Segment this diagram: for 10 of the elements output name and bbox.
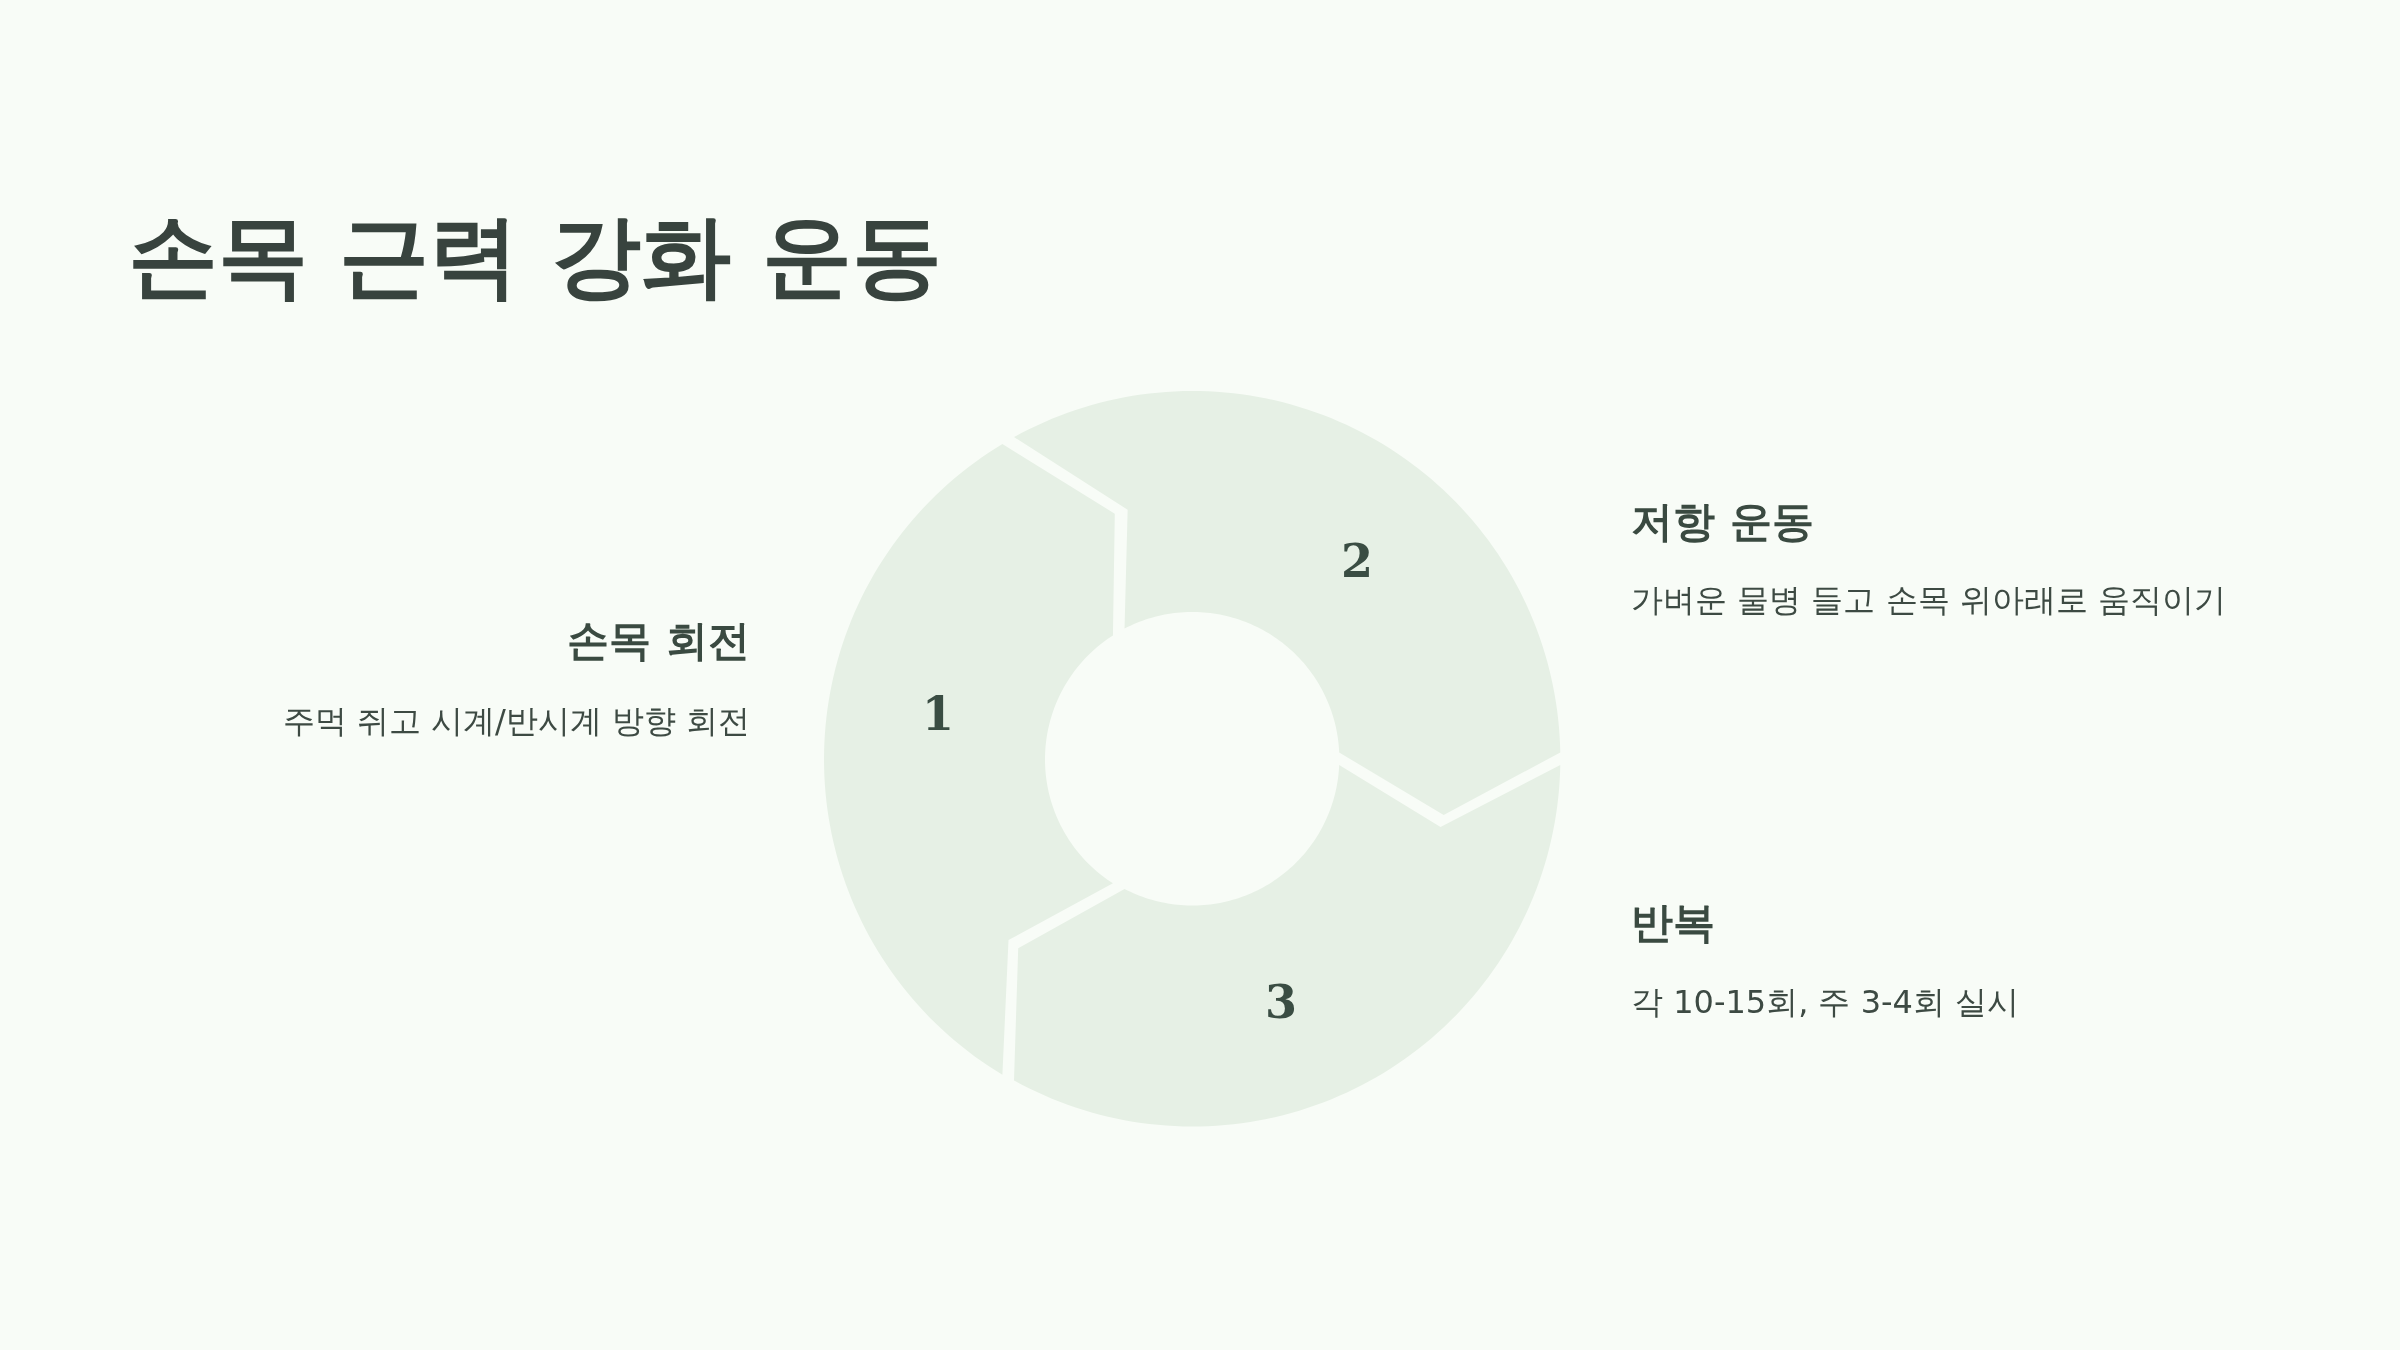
page-title: 손목 근력 강화 운동 xyxy=(128,204,942,308)
step-number: 1 xyxy=(922,691,954,737)
step-heading: 반복 xyxy=(1631,898,1715,949)
step-number: 3 xyxy=(1265,979,1297,1025)
step-heading: 손목 회전 xyxy=(567,616,750,667)
step-description: 가벼운 물병 들고 손목 위아래로 움직이기 xyxy=(1631,580,2226,620)
step-description: 각 10-15회, 주 3-4회 실시 xyxy=(1631,982,2020,1022)
step-heading: 저항 운동 xyxy=(1631,497,1814,548)
step-number: 2 xyxy=(1341,538,1373,584)
step-description: 주먹 쥐고 시계/반시계 방향 회전 xyxy=(282,701,750,741)
